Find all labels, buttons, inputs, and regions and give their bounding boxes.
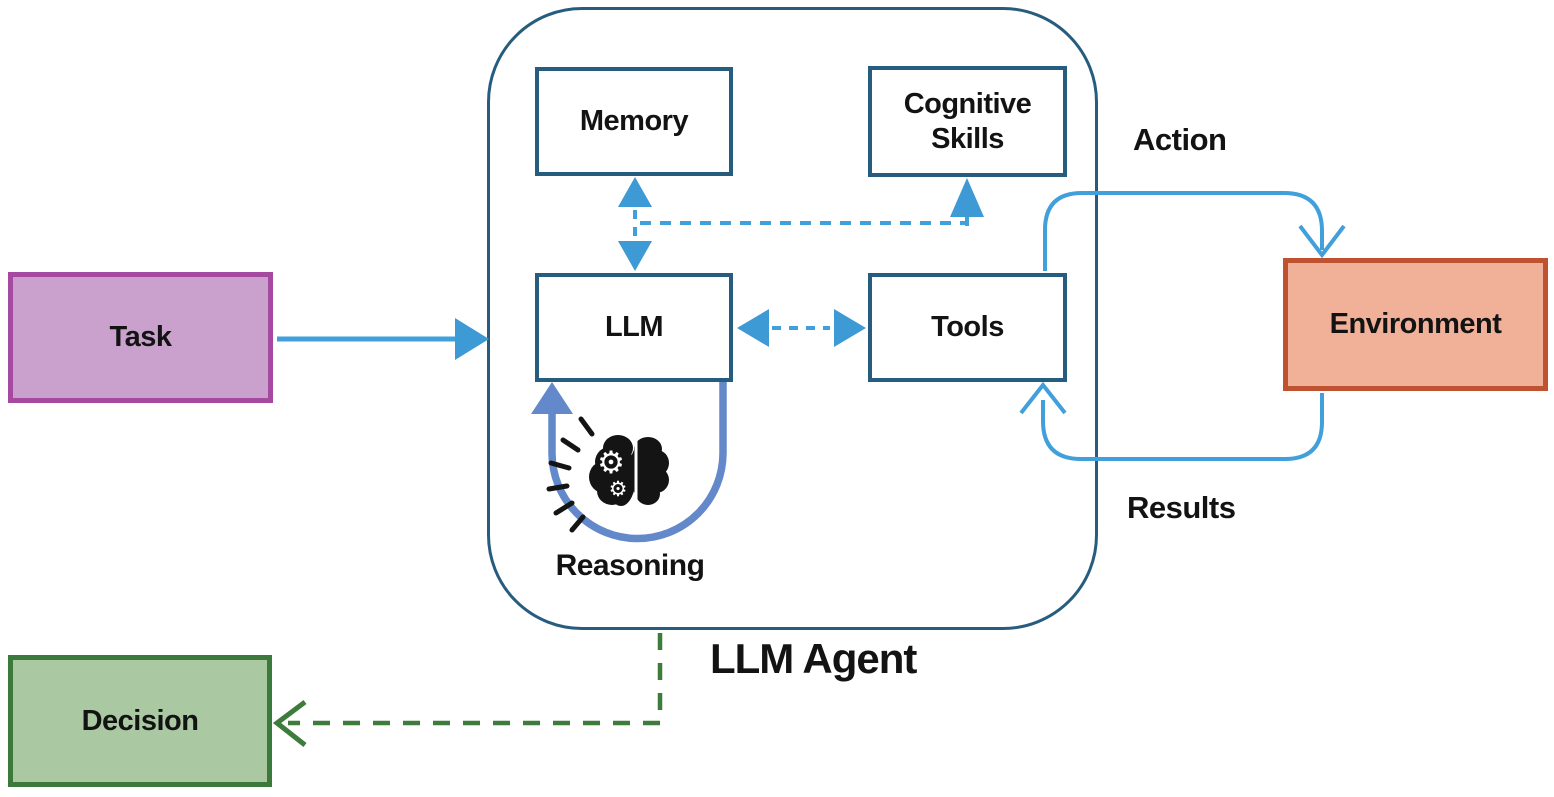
node-memory: Memory (535, 67, 733, 176)
task-label: Task (109, 321, 172, 353)
reasoning-edge-label: Reasoning (555, 549, 705, 582)
cognitive-skills-label: Cognitive Skills (903, 87, 1032, 155)
environment-label: Environment (1329, 308, 1502, 340)
task-to-agent-arrow (277, 318, 489, 360)
tools-label: Tools (931, 311, 1004, 343)
results-arrow (1019, 381, 1324, 461)
node-llm: LLM (535, 273, 733, 382)
llm-tools-dashed-arrow (737, 309, 866, 347)
memory-label: Memory (579, 105, 689, 137)
action-edge-label: Action (1133, 122, 1227, 157)
llm-to-cognitive-dashed-arrow (640, 178, 984, 226)
svg-text:⚙: ⚙ (597, 445, 625, 481)
node-cognitive-skills: Cognitive Skills (868, 66, 1067, 177)
agent-to-decision-arrow (272, 633, 663, 747)
llm-label: LLM (604, 311, 664, 343)
node-decision: Decision (8, 655, 272, 787)
node-environment: Environment (1283, 258, 1548, 391)
results-edge-label: Results (1127, 490, 1236, 525)
node-tools: Tools (868, 273, 1067, 382)
svg-text:⚙: ⚙ (609, 477, 628, 501)
llm-agent-container-outline (487, 7, 1098, 630)
node-task: Task (8, 272, 273, 403)
action-arrow (1043, 191, 1346, 271)
brain-gears-icon: ⚙ ⚙ (546, 416, 669, 533)
decision-label: Decision (81, 704, 199, 737)
llm-agent-title: LLM Agent (710, 635, 917, 682)
memory-llm-dashed-arrow (618, 177, 652, 271)
